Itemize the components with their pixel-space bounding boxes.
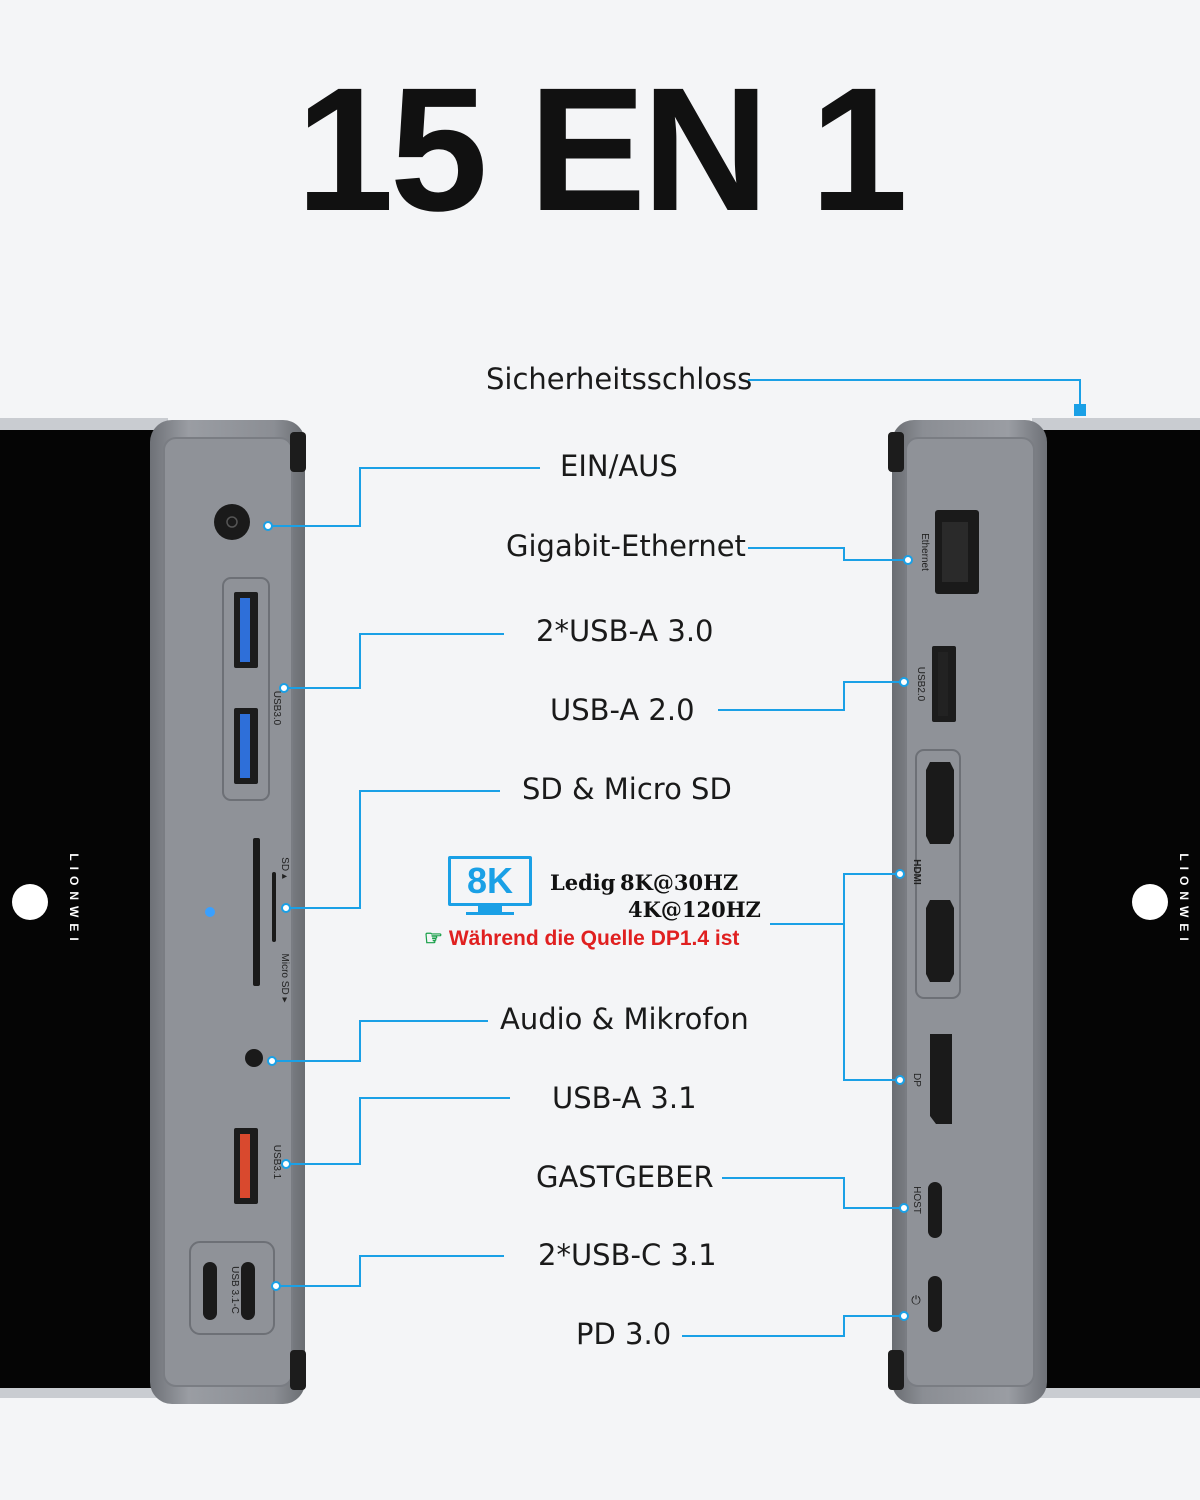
spec-8k-30hz: 8K@30HZ [620,870,739,895]
label-audio: Audio & Mikrofon [500,1002,749,1036]
svg-text:LIONWEI: LIONWEI [1177,853,1191,946]
usb20-marking: USB2.0 [915,667,926,702]
ethernet-marking: Ethernet [919,533,930,571]
sd-marking: SD ▴ [279,857,290,879]
connector-dots [263,521,913,1321]
spec-4k-120hz: 4K@120HZ [628,897,761,922]
label-usb-a-31: USB-A 3.1 [552,1081,697,1115]
sd-slot[interactable] [253,838,260,986]
power-button[interactable] [214,504,250,540]
usb30-marking: USB3.0 [271,691,282,726]
label-host: GASTGEBER [536,1160,714,1194]
micro-sd-marking: Micro SD ▸ [279,954,290,1003]
hdmi-port[interactable] [926,762,954,844]
dp-marking: DP [911,1073,922,1087]
audio-jack[interactable] [245,1049,263,1067]
micro-sd-slot[interactable] [272,872,276,942]
host-marking: HOST [911,1186,922,1214]
label-usb-a-30: 2*USB-A 3.0 [536,614,714,648]
page-title: 15 EN 1 [296,52,908,248]
monitor-stand-icon [478,906,502,912]
spec-note-text: Während die Quelle DP1.4 ist [448,927,740,950]
usb31-marking: USB3.1 [271,1145,282,1180]
label-usb-c-31: 2*USB-C 3.1 [538,1238,717,1272]
dp-port[interactable] [930,1034,952,1124]
usb-c-31-port[interactable] [241,1262,255,1320]
label-usb-a-20: USB-A 2.0 [550,693,695,727]
monitor-base-icon [466,912,514,915]
pd-usb-c-port[interactable] [928,1276,942,1332]
usb-c-31-port[interactable] [203,1262,217,1320]
hdmi-marking: HDMI [911,859,922,885]
connector-lines [268,379,1081,1337]
hdmi-port[interactable] [926,900,954,982]
label-ethernet: Gigabit-Ethernet [506,529,746,563]
svg-text:LIONWEI: LIONWEI [67,853,81,946]
label-security-lock: Sicherheitsschloss [486,362,753,396]
spec-note: ☞Während die Quelle DP1.4 ist [424,926,739,951]
status-led [205,907,215,917]
host-usb-c-port[interactable] [928,1182,942,1238]
brand-logo-right: LIONWEI [1132,853,1191,947]
spec-prefix: Ledig [550,870,616,895]
label-power: EIN/AUS [560,449,678,483]
left-device: USB3.0 SD ▴ Micro SD ▸ USB3.1 USB 3.1-C … [0,418,306,1404]
plug-icon: ⏻ [911,1293,921,1307]
label-sd: SD & Micro SD [522,772,732,806]
usbc-marking: USB 3.1-C [229,1266,240,1314]
brand-logo-left: LIONWEI [12,853,81,947]
pointing-hand-icon: ☞ [424,927,443,950]
label-pd: PD 3.0 [576,1317,672,1351]
badge-8k: 8K [448,856,532,906]
right-device: Ethernet USB2.0 HDMI DP HOST ⏻ LIONWEI [888,404,1200,1404]
